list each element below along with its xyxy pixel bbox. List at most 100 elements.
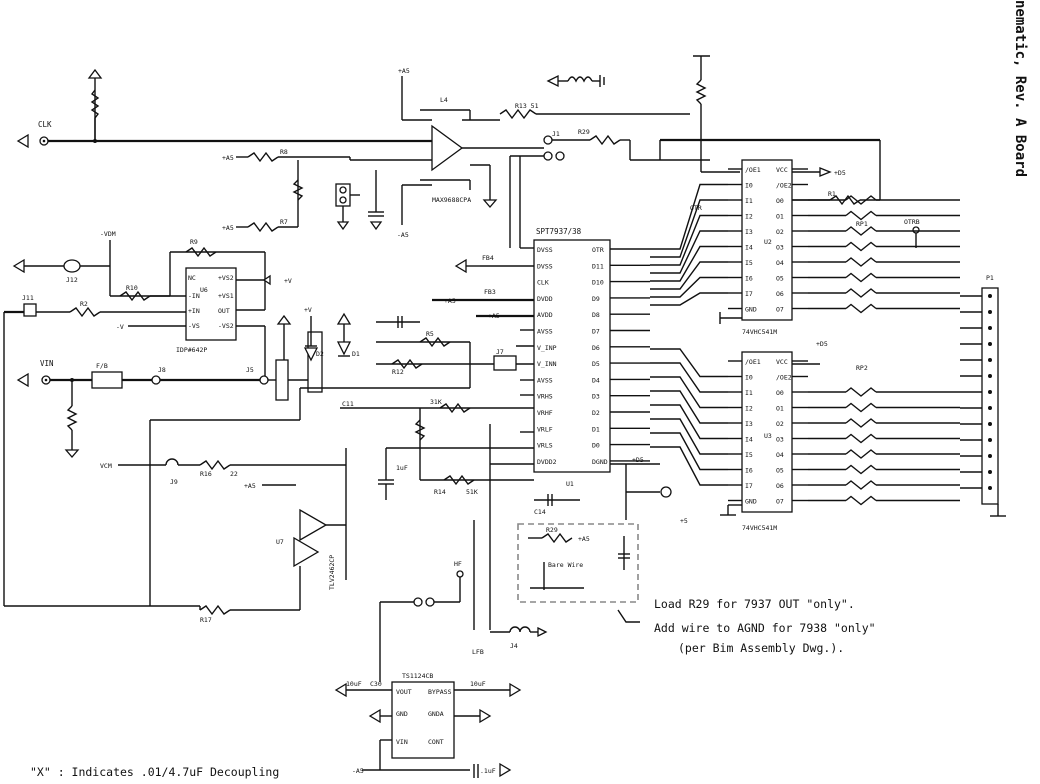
u5-regulator: TS1124CB VOUT BYPASS GND GNDA VIN CONT 1… — [334, 560, 548, 778]
u1-pin-d8: D8 — [592, 311, 600, 319]
u2-left-i4: I4 — [745, 244, 753, 252]
rp2-label: RP2 — [856, 364, 868, 372]
u3-left-i1: I1 — [745, 389, 753, 397]
u2-right-vcc: VCC — [776, 166, 788, 174]
j11-input: J11 R2 — [3, 294, 200, 607]
r10-label: R10 — [126, 284, 138, 292]
svg-text:BYPASS: BYPASS — [428, 688, 452, 696]
u2-left-oe1: /OE1 — [745, 166, 761, 174]
u3-right-o2: O2 — [776, 420, 784, 428]
r17-label: R17 — [200, 616, 212, 624]
u6-ref: U6 — [200, 286, 208, 294]
u6-part: IDP#642P — [176, 346, 207, 354]
nv-label: -V — [116, 323, 124, 331]
svg-text:+A5: +A5 — [578, 535, 590, 543]
svg-text:+A5: +A5 — [488, 312, 500, 320]
u3-right-o5: O5 — [776, 467, 784, 475]
pv-label: +V — [284, 277, 292, 285]
svg-text:+VS2: +VS2 — [218, 274, 234, 282]
u1-pin-v_inp: V_INP — [537, 344, 557, 352]
svg-text:+V: +V — [304, 306, 312, 314]
u3-left-gnd: GND — [745, 498, 757, 506]
u1-bottom-caps: C14 +D5 +5 — [534, 456, 688, 525]
u1-pin-dvss: DVSS — [537, 262, 553, 270]
u2-left-gnd: GND — [745, 306, 757, 314]
u1-pin-avss: AVSS — [537, 328, 553, 336]
p1-connector: P1 — [960, 274, 1006, 517]
u1-pin-v_inn: V_INN — [537, 360, 557, 368]
c1uf-label: 1uF — [396, 464, 408, 472]
r14-label: R14 — [434, 488, 446, 496]
data-bus-wires — [650, 183, 728, 486]
r12-label: R12 — [392, 368, 404, 376]
svg-text:NC: NC — [188, 274, 196, 282]
r29-label: R29 — [578, 128, 590, 136]
r5-label: R5 — [426, 330, 434, 338]
svg-text:+D5: +D5 — [834, 169, 846, 177]
u2-left-i2: I2 — [745, 213, 753, 221]
svg-text:GND: GND — [396, 710, 408, 718]
c30-label: C30 — [370, 680, 382, 688]
svg-text:-IN: -IN — [188, 292, 200, 300]
c14-label: C14 — [534, 508, 546, 516]
svg-text:+IN: +IN — [188, 307, 200, 315]
j5-label: J5 — [246, 366, 254, 374]
u2-left-i0: I0 — [745, 182, 753, 190]
u3-right-o4: O4 — [776, 451, 784, 459]
option-box: R29 +A5 Bare Wire — [517, 523, 640, 623]
u3-ref: U3 — [764, 432, 772, 440]
r16-label: R16 — [200, 470, 212, 478]
r22-label: 22 — [230, 470, 238, 478]
fb-label: F/B — [96, 362, 108, 370]
j1-label: J1 — [552, 130, 560, 138]
u1-pin-d7: D7 — [592, 328, 600, 336]
bare-wire-label: Bare Wire — [548, 561, 583, 569]
otr-label: OTR — [690, 204, 702, 212]
u1-pin-vrhs: VRHS — [537, 393, 553, 401]
u1-pin-avdd: AVDD — [537, 311, 553, 319]
c10uf-a: 10uF — [346, 680, 362, 688]
u2-right-o2: O2 — [776, 228, 784, 236]
pa5-label-1: +A5 — [222, 154, 234, 162]
u1-pin-dvss: DVSS — [537, 246, 553, 254]
r7-label: R7 — [280, 218, 288, 226]
u3-right-o0: O0 — [776, 389, 784, 397]
hf-label: HF — [454, 560, 462, 568]
u1-pin-vrlf: VRLF — [537, 425, 553, 433]
svg-text:CONT: CONT — [428, 738, 444, 746]
u3-left-i2: I2 — [745, 405, 753, 413]
u1-pin-otr: OTR — [592, 246, 604, 254]
u2-right-o0: O0 — [776, 197, 784, 205]
vdm-section: -VDM J12 R10 — [12, 230, 186, 302]
note-load-r29: Load R29 for 7937 OUT "only". — [654, 597, 855, 611]
note-decoupling: "X" : Indicates .01/4.7uF Decoupling — [30, 765, 279, 779]
r9-label: R9 — [190, 238, 198, 246]
u3-right-o6: O6 — [776, 482, 784, 490]
u2-left-i3: I3 — [745, 228, 753, 236]
svg-text:FB3: FB3 — [484, 288, 496, 296]
u1-pin-clk: CLK — [537, 279, 549, 287]
r8-label: R8 — [280, 148, 288, 156]
u1-pin-d4: D4 — [592, 376, 600, 384]
vref-network: 31K C11 R14 51K 1uF — [149, 388, 534, 600]
u1-adc: SPT7937/38 U1 DVSSDVSSCLKDVDDAVDDAVSSV_I… — [533, 227, 650, 488]
u3-left-i0: I0 — [745, 374, 753, 382]
u1-pin-dvdd: DVDD — [537, 295, 553, 303]
u1-left-pins: DVSSDVSSCLKDVDDAVDDAVSSV_INPV_INNAVSSVRH… — [537, 246, 557, 466]
u1-pin-vrls: VRLS — [537, 442, 553, 450]
u2-right-o6: O6 — [776, 290, 784, 298]
svg-text:-VS: -VS — [188, 322, 200, 330]
input-network: R5 R12 J7 — [300, 316, 534, 389]
j4-label: J4 — [510, 642, 518, 650]
u2-part: 74VHC541M — [742, 328, 777, 336]
u2-ref: U2 — [764, 238, 772, 246]
r29-opt: R29 — [546, 526, 558, 534]
u1-pin-dvdd2: DVDD2 — [537, 458, 557, 466]
u3-right-o1: O1 — [776, 405, 784, 413]
p1-label: P1 — [986, 274, 994, 282]
